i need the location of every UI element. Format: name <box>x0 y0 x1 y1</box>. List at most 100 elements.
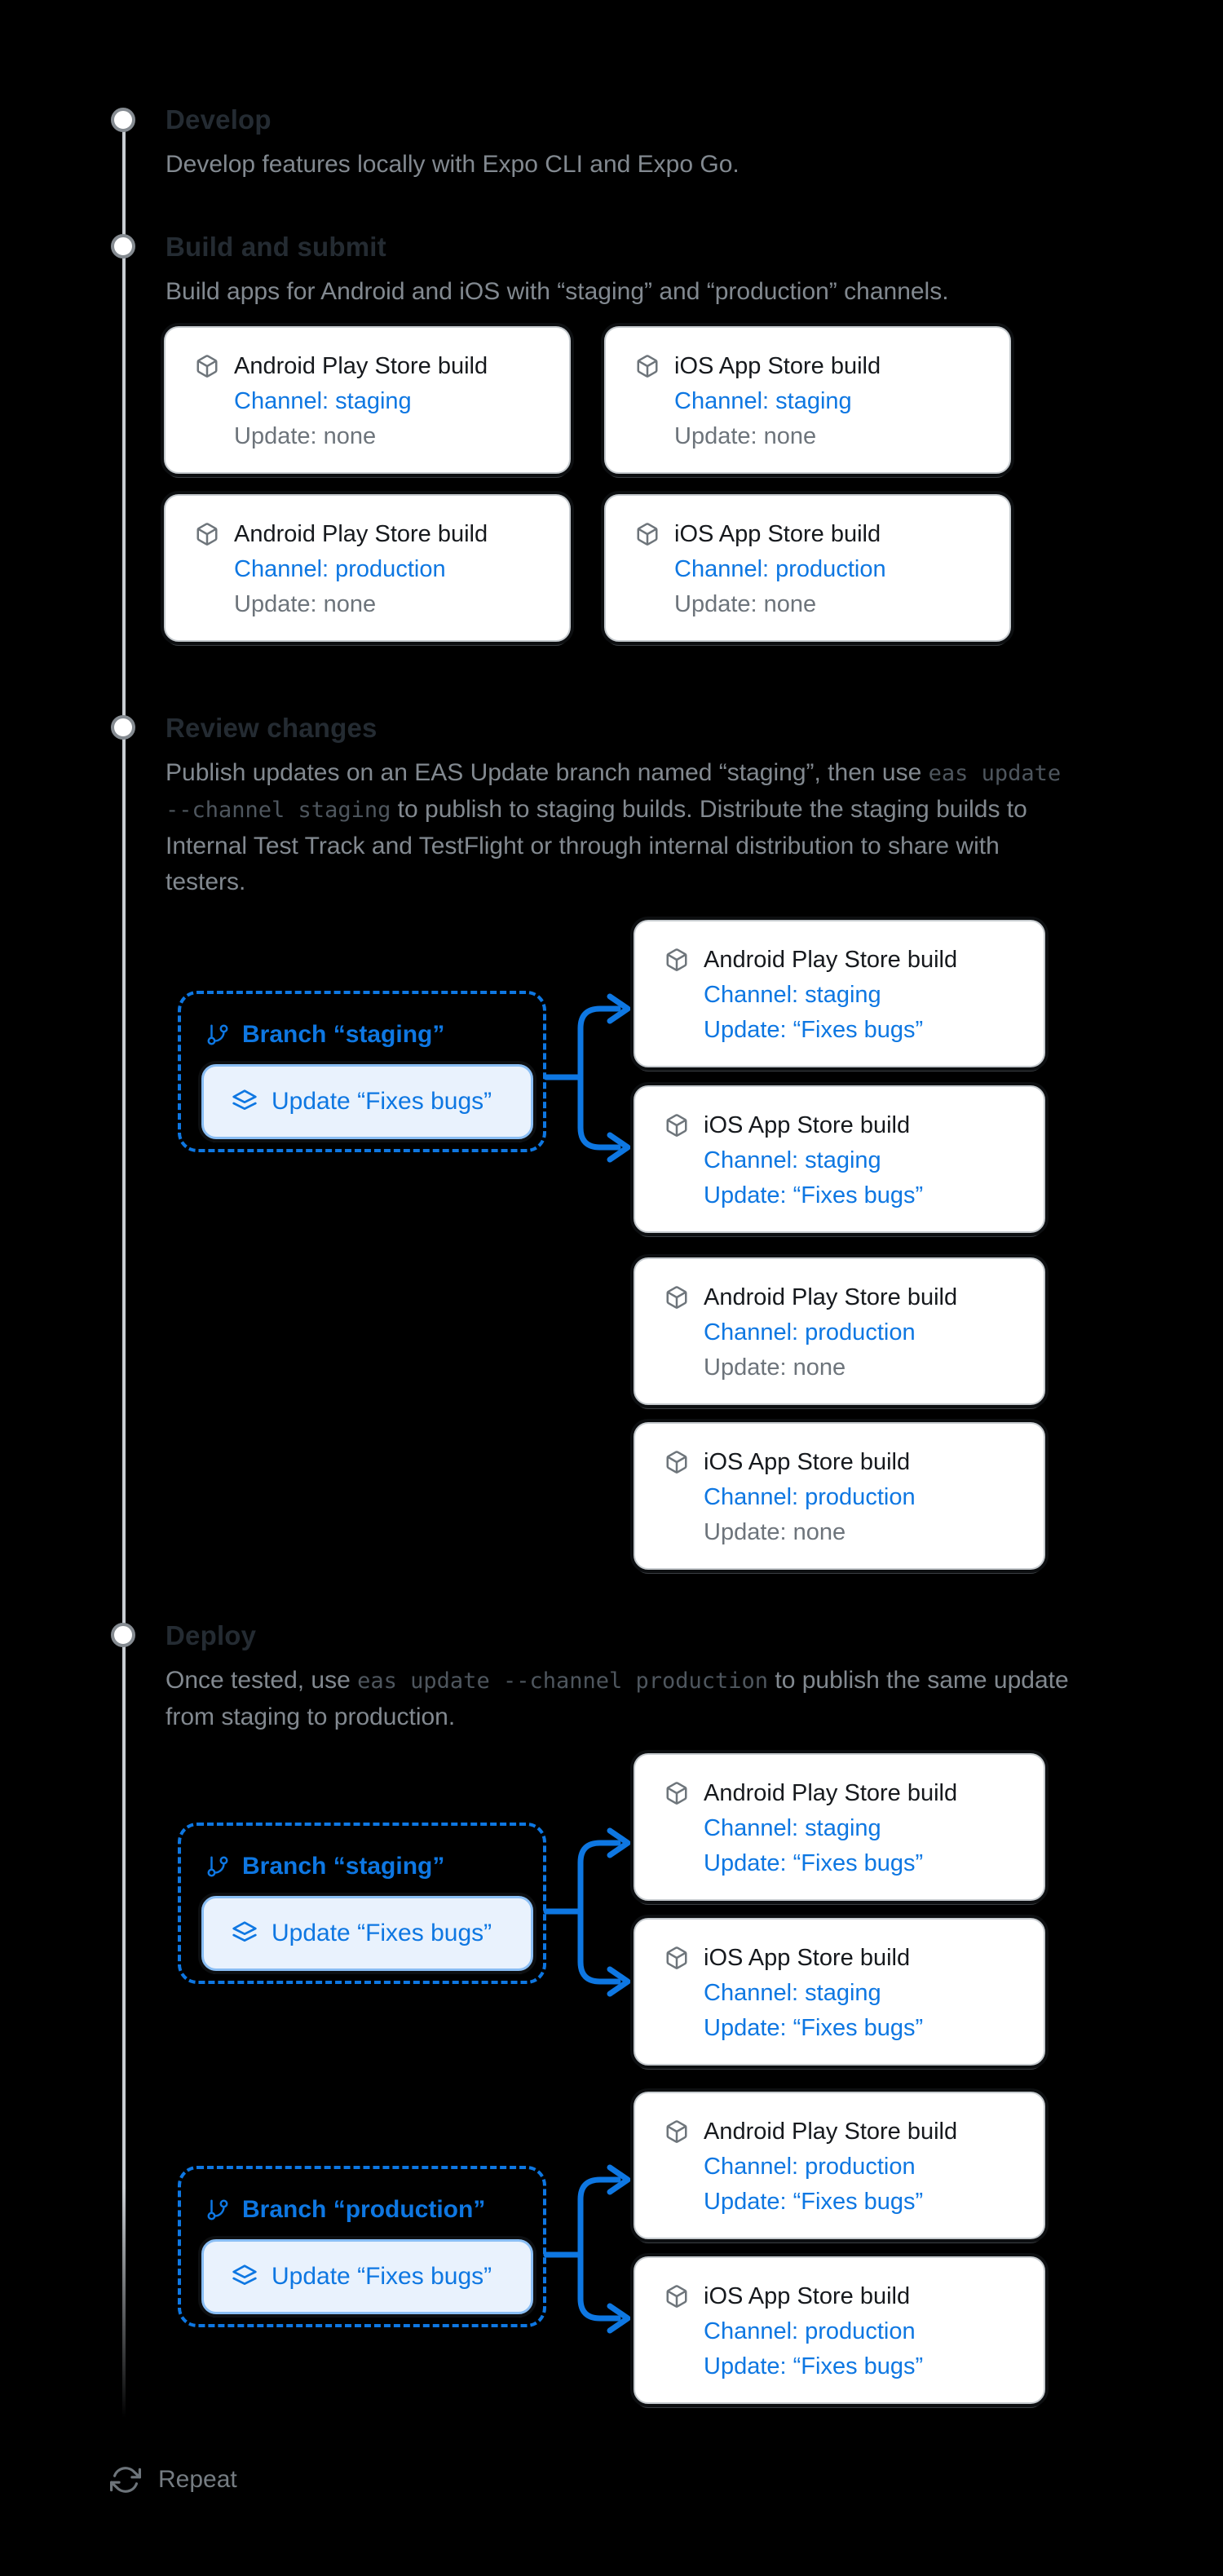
card-update: Update: “Fixes bugs” <box>704 1850 924 1876</box>
branch-label: Branch “production” <box>205 2196 485 2224</box>
update-button: Update “Fixes bugs” <box>201 1896 533 1971</box>
build-card-android-production: Android Play Store build Channel: produc… <box>164 494 571 642</box>
cube-icon <box>666 948 687 971</box>
repeat-label: Repeat <box>158 2466 237 2493</box>
branch-to-builds-arrows <box>543 993 631 1163</box>
card-title: Android Play Store build <box>704 947 958 973</box>
card-title: iOS App Store build <box>674 521 881 547</box>
card-title: iOS App Store build <box>674 353 881 379</box>
step-title-build-and-submit: Build and submit <box>166 232 386 262</box>
step-body-build-and-submit: Build apps for Android and iOS with “sta… <box>166 278 949 305</box>
refresh-icon <box>110 2467 141 2493</box>
cube-icon <box>637 523 658 546</box>
build-card-ios-production: iOS App Store build Channel: production … <box>604 494 1011 642</box>
update-button-label: Update “Fixes bugs” <box>272 2263 492 2290</box>
card-update: Update: none <box>234 591 377 617</box>
timeline-dot-review <box>111 715 135 740</box>
git-branch-icon <box>207 2199 228 2220</box>
branch-box-production: Branch “production” Update “Fixes bugs” <box>178 2166 546 2327</box>
card-title: Android Play Store build <box>704 1780 958 1806</box>
build-card-ios-staging: iOS App Store build Channel: staging Upd… <box>604 326 1011 474</box>
timeline-dot-build <box>111 234 135 258</box>
update-button: Update “Fixes bugs” <box>201 2239 533 2314</box>
card-update: Update: none <box>704 1354 846 1381</box>
card-title: iOS App Store build <box>704 1449 911 1475</box>
branch-label: Branch “staging” <box>205 1853 444 1880</box>
review-card-android-production: Android Play Store build Channel: produc… <box>634 1257 1045 1405</box>
card-title: Android Play Store build <box>234 521 488 547</box>
deploy-card-android-staging: Android Play Store build Channel: stagin… <box>634 1753 1045 1901</box>
card-update: Update: “Fixes bugs” <box>704 2015 924 2041</box>
card-channel: Channel: production <box>234 556 446 582</box>
card-channel: Channel: staging <box>674 388 852 414</box>
layers-icon <box>232 2264 257 2285</box>
timeline-line <box>122 120 126 2418</box>
update-button-label: Update “Fixes bugs” <box>272 1920 492 1946</box>
card-update: Update: none <box>674 423 817 449</box>
cube-icon <box>666 1451 687 1474</box>
branch-label-text: Branch “staging” <box>242 1021 445 1048</box>
cube-icon <box>666 1946 687 1969</box>
cube-icon <box>196 355 218 378</box>
branch-box-staging-deploy: Branch “staging” Update “Fixes bugs” <box>178 1823 546 1984</box>
step-body-develop: Develop features locally with Expo CLI a… <box>166 151 740 178</box>
card-title: iOS App Store build <box>704 2283 911 2309</box>
card-update: Update: none <box>674 591 817 617</box>
card-update: Update: none <box>234 423 377 449</box>
step-title-deploy: Deploy <box>166 1620 257 1650</box>
card-channel: Channel: production <box>674 556 886 582</box>
review-card-ios-production: iOS App Store build Channel: production … <box>634 1422 1045 1570</box>
step-title-develop: Develop <box>166 104 272 135</box>
card-channel: Channel: production <box>704 1484 916 1510</box>
card-update: Update: “Fixes bugs” <box>704 1182 924 1208</box>
card-title: Android Play Store build <box>234 353 488 379</box>
card-channel: Channel: staging <box>704 1815 881 1841</box>
card-title: iOS App Store build <box>704 1112 911 1138</box>
timeline-dot-develop <box>111 108 135 132</box>
cube-icon <box>666 2120 687 2143</box>
card-channel: Channel: staging <box>234 388 412 414</box>
deploy-card-android-production: Android Play Store build Channel: produc… <box>634 2092 1045 2239</box>
review-card-ios-staging: iOS App Store build Channel: staging Upd… <box>634 1085 1045 1233</box>
step-body-deploy: Once tested, use eas update --channel pr… <box>166 1667 1069 1730</box>
git-branch-icon <box>207 1856 228 1877</box>
step-title-review-changes: Review changes <box>166 713 377 743</box>
layers-icon <box>232 1089 257 1110</box>
card-channel: Channel: staging <box>704 982 881 1008</box>
branch-box-staging: Branch “staging” Update “Fixes bugs” <box>178 991 546 1152</box>
card-channel: Channel: production <box>704 2318 916 2344</box>
branch-label-text: Branch “staging” <box>242 1853 445 1880</box>
layers-icon <box>232 1921 257 1942</box>
branch-label: Branch “staging” <box>205 1021 444 1049</box>
git-branch-icon <box>207 1024 228 1045</box>
card-channel: Channel: staging <box>704 1147 881 1173</box>
branch-label-text: Branch “production” <box>242 2196 486 2223</box>
card-channel: Channel: production <box>704 2154 916 2180</box>
build-cards-grid: Android Play Store build Channel: stagin… <box>164 326 1011 642</box>
review-card-android-staging: Android Play Store build Channel: stagin… <box>634 920 1045 1067</box>
card-title: iOS App Store build <box>704 1945 911 1971</box>
update-button: Update “Fixes bugs” <box>201 1064 533 1139</box>
card-update: Update: none <box>704 1519 846 1545</box>
card-channel: Channel: production <box>704 1319 916 1345</box>
card-update: Update: “Fixes bugs” <box>704 2353 924 2379</box>
branch-to-builds-arrows <box>543 1827 631 1997</box>
deploy-card-ios-staging: iOS App Store build Channel: staging Upd… <box>634 1918 1045 2066</box>
card-update: Update: “Fixes bugs” <box>704 2189 924 2215</box>
repeat-row: Repeat <box>110 2464 237 2495</box>
cube-icon <box>196 523 218 546</box>
update-button-label: Update “Fixes bugs” <box>272 1088 492 1115</box>
step-body-review-changes: Publish updates on an EAS Update branch … <box>166 759 1062 895</box>
card-channel: Channel: staging <box>704 1980 881 2006</box>
card-update: Update: “Fixes bugs” <box>704 1017 924 1043</box>
build-card-android-staging: Android Play Store build Channel: stagin… <box>164 326 571 474</box>
cube-icon <box>666 1114 687 1137</box>
cube-icon <box>637 355 658 378</box>
cube-icon <box>666 2285 687 2308</box>
deploy-card-ios-production: iOS App Store build Channel: production … <box>634 2256 1045 2404</box>
card-title: Android Play Store build <box>704 2119 958 2145</box>
branch-to-builds-arrows <box>543 2164 631 2334</box>
card-title: Android Play Store build <box>704 1284 958 1310</box>
cube-icon <box>666 1286 687 1309</box>
